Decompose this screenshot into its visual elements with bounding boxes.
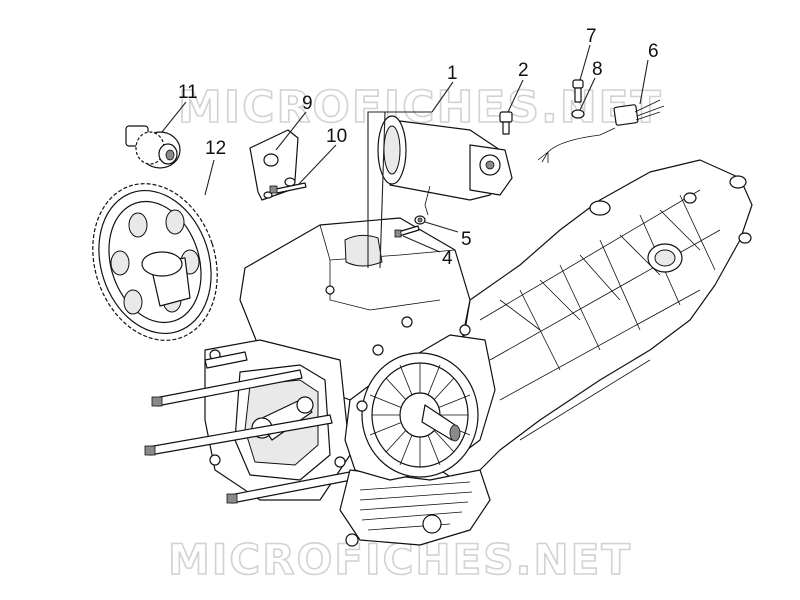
- callout-12: 12: [205, 138, 226, 159]
- callout-9: 9: [302, 93, 313, 114]
- washer-5: [414, 215, 426, 225]
- bolt-2: [499, 111, 513, 135]
- washer-8: [571, 109, 585, 119]
- callout-11: 11: [178, 82, 198, 103]
- callout-8: 8: [592, 59, 603, 80]
- screw-4: [394, 225, 420, 238]
- callout-6: 6: [648, 41, 659, 62]
- bracket: [249, 129, 299, 201]
- screw-10: [269, 182, 307, 194]
- starter-pinion: [125, 125, 181, 169]
- screw-7: [572, 79, 584, 103]
- callout-10: 10: [326, 126, 347, 147]
- callout-4: 4: [442, 248, 453, 269]
- starter-motor: [377, 115, 513, 216]
- callout-7: 7: [586, 26, 597, 47]
- starter-driven-gear: [92, 183, 218, 341]
- crankcase: [144, 159, 753, 547]
- callout-5: 5: [461, 229, 472, 250]
- callout-2: 2: [518, 60, 529, 81]
- cable-6: [537, 99, 665, 163]
- leader-lines: [161, 44, 649, 269]
- callout-1: 1: [447, 63, 458, 84]
